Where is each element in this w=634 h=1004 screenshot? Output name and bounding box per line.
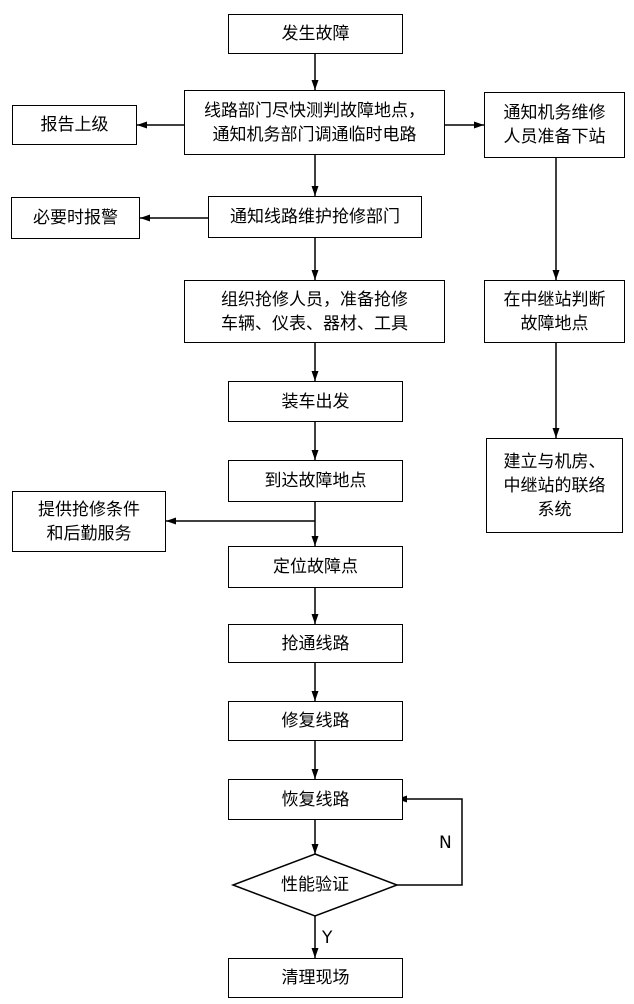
node-locate: 定位故障点 [228, 546, 403, 588]
node-relay-judge: 在中继站判断 故障地点 [484, 280, 625, 343]
node-report: 报告上级 [12, 105, 137, 145]
label-yes: Y [322, 928, 333, 948]
node-arrive: 到达故障地点 [228, 460, 403, 502]
node-alarm: 必要时报警 [11, 197, 140, 239]
node-cleanup: 清理现场 [228, 958, 403, 998]
node-notify-maint: 通知机务维修 人员准备下站 [484, 92, 625, 158]
node-emergency: 抢通线路 [228, 624, 403, 663]
node-link: 建立与机房、 中继站的联络 系统 [486, 438, 623, 533]
label-no: N [439, 833, 452, 853]
node-line-dept: 线路部门尽快测判故障地点， 通知机务部门调通临时电路 [184, 90, 445, 155]
node-verify: 性能验证 [281, 875, 349, 895]
node-fault: 发生故障 [228, 14, 403, 54]
node-notify-repair: 通知线路维护抢修部门 [208, 196, 422, 238]
node-organize: 组织抢修人员，准备抢修 车辆、仪表、器材、工具 [184, 280, 445, 343]
node-support: 提供抢修条件 和后勤服务 [12, 491, 166, 552]
node-restore: 恢复线路 [228, 779, 403, 820]
decision-diamond [230, 853, 400, 917]
arrow-verify-no-loop [397, 795, 463, 886]
node-repair: 修复线路 [228, 701, 403, 741]
node-depart: 装车出发 [228, 381, 403, 422]
